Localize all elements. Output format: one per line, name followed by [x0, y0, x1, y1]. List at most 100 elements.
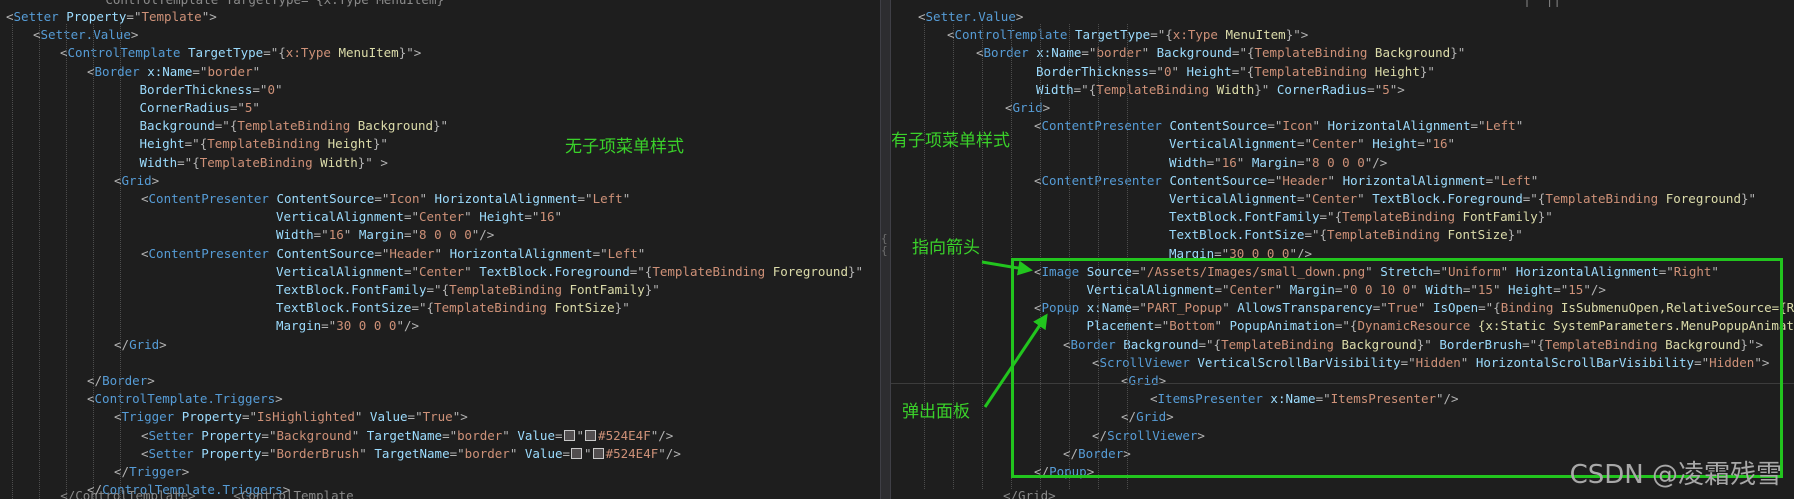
- code-token: =": [442, 427, 458, 443]
- code-token: Trigger: [121, 409, 175, 425]
- code-token: Center: [419, 209, 465, 225]
- code-line: </ScrollViewer>: [891, 427, 1794, 445]
- code-token: ": [576, 427, 585, 443]
- code-token: TemplateBinding: [1544, 336, 1658, 352]
- code-token: BorderThickness: [1036, 63, 1149, 79]
- arrow-to-image-line: [981, 260, 1033, 276]
- right-code-editor[interactable]: │ ││ <Setter.Value><ControlTemplate Targ…: [891, 0, 1794, 499]
- code-token: Left: [607, 245, 638, 261]
- left-code-editor[interactable]: ControlTemplate TargetType="{x:Type Menu…: [0, 0, 880, 499]
- code-token: =": [1400, 354, 1416, 370]
- code-token: }": [614, 300, 630, 316]
- code-token: =": [1485, 172, 1501, 188]
- code-token: Height: [1367, 63, 1420, 79]
- code-token: Border: [102, 373, 148, 388]
- code-token: }": [1254, 81, 1270, 97]
- code-token: <: [6, 9, 14, 24]
- split-marker: {: [881, 232, 888, 245]
- code-token: ">: [1754, 354, 1770, 370]
- code-token: }": [1507, 227, 1523, 243]
- color-swatch[interactable]: [592, 447, 604, 459]
- code-token: "/>: [650, 427, 674, 443]
- code-line: Background="{TemplateBinding Background}…: [0, 117, 880, 135]
- code-token: Margin: [1244, 154, 1297, 170]
- code-token: x:Name: [139, 63, 193, 79]
- code-token: Background: [1115, 336, 1199, 352]
- code-token: ControlTemplate.Triggers: [94, 391, 276, 407]
- code-token: ": [1357, 136, 1365, 152]
- code-token: border: [457, 427, 503, 443]
- code-token: Height: [1500, 282, 1554, 297]
- code-token: </: [87, 482, 103, 498]
- code-token: Hidden: [1709, 354, 1755, 370]
- code-token: Header: [389, 245, 435, 261]
- code-token: Setter: [13, 9, 59, 24]
- code-line: </Border>: [891, 445, 1794, 463]
- code-token: >: [1166, 409, 1174, 425]
- right-divider-line: [891, 383, 1794, 384]
- code-token: AllowsTransparency: [1229, 300, 1373, 316]
- code-line: </ControlTemplate.Triggers>: [0, 481, 880, 499]
- left-bottom-cut-line: </ControlTemplate> <ControlTemplate: [0, 488, 354, 499]
- code-token: ContentSource: [1161, 118, 1268, 134]
- annotation-with-submenu-style: 有子项菜单样式: [891, 131, 1010, 151]
- code-token: >: [1123, 445, 1131, 461]
- code-token: =": [192, 63, 208, 79]
- code-token: TextBlock.FontFamily: [1169, 209, 1320, 225]
- code-token: =": [1658, 263, 1674, 279]
- code-token: CornerRadius: [139, 100, 230, 115]
- code-line: BorderThickness="0": [0, 81, 880, 99]
- code-token: =": [241, 409, 258, 425]
- code-token: TemplateBinding: [199, 154, 313, 170]
- code-line: <ControlTemplate.Triggers>: [0, 390, 880, 408]
- code-token: TargetName: [366, 445, 450, 461]
- color-swatch[interactable]: [585, 429, 597, 441]
- code-token: TargetName: [359, 427, 443, 443]
- code-token: Height: [320, 136, 373, 152]
- code-token: ": [1171, 63, 1180, 79]
- code-token: =": [407, 409, 423, 425]
- code-token: x:Type: [285, 45, 331, 61]
- code-token: =": [126, 9, 142, 24]
- code-token: SystemParameters.MenuPopupAnimat: [1545, 318, 1794, 334]
- code-line: <Setter Property="Background" TargetName…: [0, 427, 880, 445]
- editor-split-bar[interactable]: { {: [880, 0, 891, 499]
- code-token: Grid: [1012, 100, 1043, 115]
- indent-guide: [953, 24, 954, 490]
- color-swatch[interactable]: [571, 447, 583, 459]
- code-token: border: [464, 445, 510, 461]
- code-token: BorderBrush: [276, 445, 360, 461]
- code-token: }": [1416, 336, 1432, 352]
- code-token: ": [622, 191, 631, 206]
- annotation-popup-panel: 弹出面板: [902, 402, 970, 422]
- code-token: Margin: [1282, 282, 1335, 297]
- code-token: border: [207, 63, 253, 79]
- code-line: <ContentPresenter ContentSource="Icon" H…: [0, 190, 880, 208]
- code-token: 8 0 0 0: [1312, 154, 1365, 170]
- code-token: TextBlock.Foreground: [471, 263, 630, 279]
- code-token: >: [1197, 427, 1205, 443]
- code-token: >: [159, 336, 167, 352]
- code-token: >: [275, 391, 283, 407]
- code-token: =: [562, 445, 571, 461]
- code-token: }": [1537, 209, 1553, 225]
- code-token: Border: [1078, 445, 1124, 461]
- code-token: <: [1034, 300, 1042, 316]
- code-token: =": [1296, 154, 1313, 170]
- code-token: =": [403, 263, 419, 279]
- code-token: >: [181, 464, 190, 479]
- code-token: ContentPresenter: [148, 191, 269, 206]
- code-token: VerticalAlignment: [1086, 282, 1215, 297]
- code-line: <Border x:Name="border": [0, 63, 880, 81]
- code-token: "/>: [1583, 282, 1606, 297]
- code-token: Border: [983, 45, 1029, 61]
- code-token: ": [637, 245, 646, 261]
- code-token: Setter: [148, 445, 194, 461]
- code-token: =": [1315, 391, 1331, 407]
- code-token: 30 0 0 0: [1229, 245, 1290, 261]
- color-swatch[interactable]: [563, 429, 575, 441]
- code-token: 16: [1221, 154, 1237, 170]
- code-token: </: [114, 336, 130, 352]
- code-token: Trigger: [129, 464, 182, 479]
